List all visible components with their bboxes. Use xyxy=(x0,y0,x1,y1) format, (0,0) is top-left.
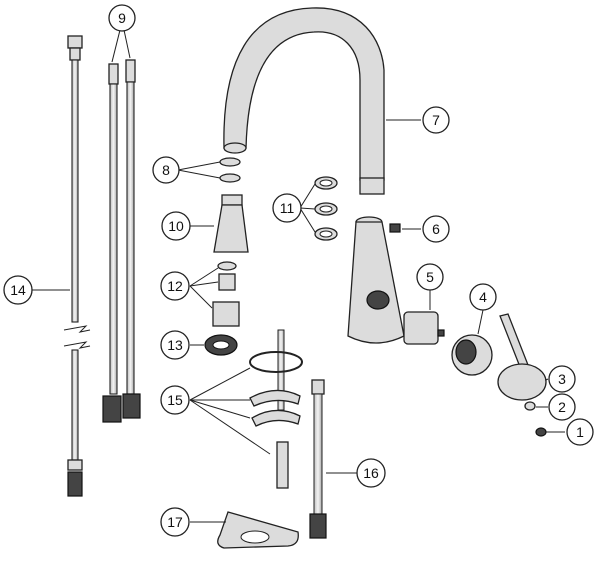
callout-7: 7 xyxy=(422,106,450,134)
callout-8: 8 xyxy=(152,156,180,184)
part-11-rings xyxy=(314,176,338,241)
svg-text:14: 14 xyxy=(10,282,26,298)
part-12-bushings xyxy=(212,261,240,327)
callout-2: 2 xyxy=(548,393,576,421)
svg-text:1: 1 xyxy=(576,424,584,440)
svg-text:7: 7 xyxy=(432,112,440,128)
svg-text:16: 16 xyxy=(363,465,379,481)
svg-text:12: 12 xyxy=(167,278,183,294)
part-5-cartridge xyxy=(403,311,445,345)
callout-10: 10 xyxy=(161,211,191,241)
callout-12: 12 xyxy=(160,271,190,301)
callout-3: 3 xyxy=(548,365,576,393)
callout-13: 13 xyxy=(160,330,190,360)
part-4-housing xyxy=(451,334,493,376)
part-14-supply-hose xyxy=(63,35,91,497)
callout-4: 4 xyxy=(469,283,497,311)
callout-14: 14 xyxy=(3,275,33,305)
svg-text:6: 6 xyxy=(432,221,440,237)
callout-17: 17 xyxy=(160,507,190,537)
callout-1: 1 xyxy=(566,418,594,446)
part-16-outlet-hose xyxy=(309,379,327,539)
svg-text:5: 5 xyxy=(426,269,434,285)
svg-text:2: 2 xyxy=(558,399,566,415)
callout-9: 9 xyxy=(108,4,136,32)
svg-text:3: 3 xyxy=(558,371,566,387)
svg-text:13: 13 xyxy=(167,337,183,353)
faucet-body xyxy=(347,216,405,344)
svg-text:17: 17 xyxy=(167,514,183,530)
part-1-screw xyxy=(535,427,547,437)
part-9-supply-tubes xyxy=(102,59,141,423)
svg-text:11: 11 xyxy=(280,200,295,216)
svg-text:4: 4 xyxy=(479,289,487,305)
svg-text:9: 9 xyxy=(118,10,126,26)
svg-text:15: 15 xyxy=(167,392,183,408)
part-2-cap xyxy=(524,401,536,411)
svg-text:8: 8 xyxy=(162,162,170,178)
callout-5: 5 xyxy=(416,263,444,291)
part-17-base-plate xyxy=(217,511,299,549)
part-7-spout xyxy=(223,7,385,195)
callout-6: 6 xyxy=(422,215,450,243)
part-10-cone-adapter xyxy=(213,194,249,253)
svg-text:10: 10 xyxy=(168,218,184,234)
part-8-o-rings xyxy=(219,157,241,183)
part-3-handle xyxy=(497,313,547,401)
part-6-set-screw xyxy=(389,223,401,233)
part-13-nut xyxy=(204,334,238,356)
callout-11: 11 xyxy=(272,193,302,223)
callout-15: 15 xyxy=(160,385,190,415)
leader-lines xyxy=(32,29,565,523)
callout-16: 16 xyxy=(356,458,386,488)
part-15-mounting-hardware xyxy=(249,329,303,489)
